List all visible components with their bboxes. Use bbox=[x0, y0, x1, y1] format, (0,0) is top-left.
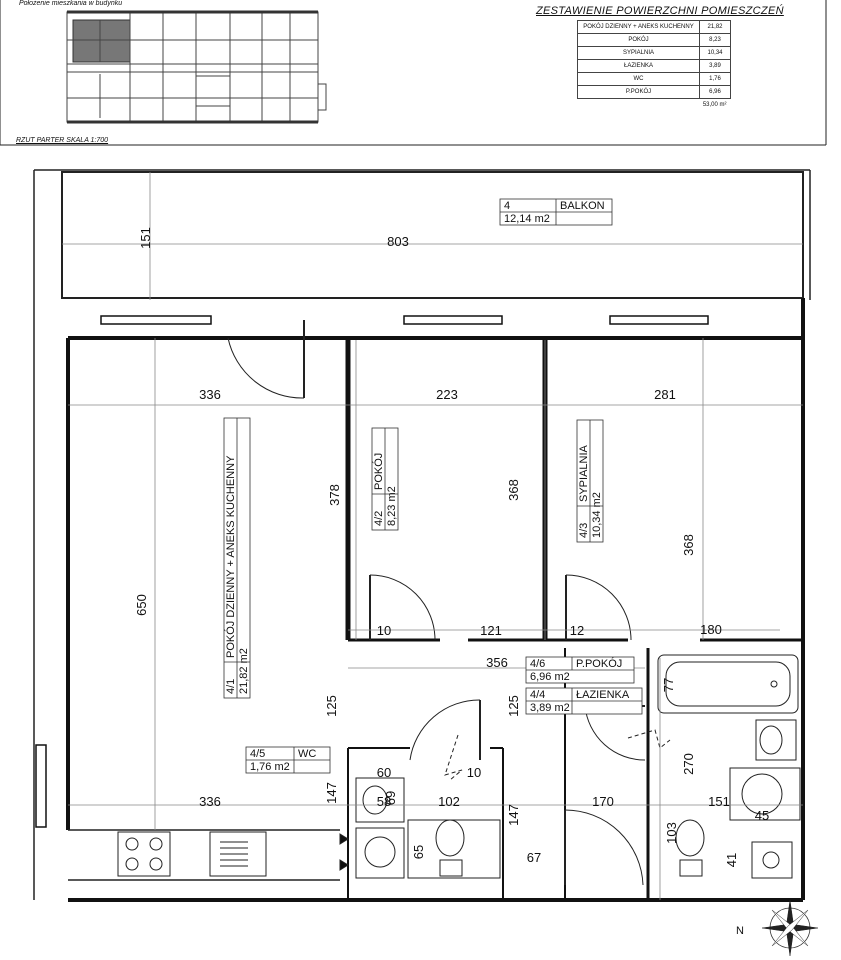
dim-180: 180 bbox=[700, 622, 722, 637]
dim-65: 65 bbox=[411, 845, 426, 859]
svg-text:1,76 m2: 1,76 m2 bbox=[250, 761, 290, 773]
svg-text:12,14 m2: 12,14 m2 bbox=[504, 213, 550, 225]
washbasin-icon bbox=[355, 777, 405, 823]
dim-356: 356 bbox=[486, 655, 508, 670]
washing-machine-icon bbox=[355, 827, 405, 879]
svg-text:3,89 m2: 3,89 m2 bbox=[530, 702, 570, 714]
dim-378: 378 bbox=[327, 484, 342, 506]
svg-text:4/5: 4/5 bbox=[250, 748, 265, 760]
dim-151: 151 bbox=[138, 227, 153, 249]
dim-41: 41 bbox=[724, 853, 739, 867]
compass-rose-icon bbox=[761, 899, 819, 957]
dim-147: 147 bbox=[324, 782, 339, 804]
svg-text:4/4: 4/4 bbox=[530, 689, 545, 701]
balcony-label: 4 BALKON 12,14 m2 bbox=[499, 198, 613, 226]
room-label-ppokoj: 4/6 P.POKÓJ 6,96 m2 bbox=[525, 656, 635, 684]
living-room-label: 4/1 POKÓJ DZIENNY + ANEKS KUCHENNY 21,82… bbox=[223, 417, 251, 699]
dim-270: 270 bbox=[681, 753, 696, 775]
svg-text:4: 4 bbox=[504, 200, 510, 212]
svg-text:SYPIALNIA: SYPIALNIA bbox=[578, 444, 590, 502]
compass-north-label: N bbox=[736, 925, 744, 937]
svg-text:ŁAZIENKA: ŁAZIENKA bbox=[576, 689, 630, 701]
dim-336: 336 bbox=[199, 794, 221, 809]
washbasin-icon bbox=[755, 719, 797, 761]
svg-text:21,82 m2: 21,82 m2 bbox=[238, 648, 250, 694]
scale-caption: RZUT PARTER SKALA 1:700 bbox=[16, 137, 109, 144]
boiler-icon bbox=[751, 841, 793, 879]
dim-368: 368 bbox=[506, 479, 521, 501]
toilet-icon bbox=[435, 819, 465, 857]
room-label-pokoj: 4/2 POKÓJ 8,23 m2 bbox=[371, 427, 399, 531]
dim-147: 147 bbox=[506, 804, 521, 826]
room-label-lazienka: 4/4 ŁAZIENKA 3,89 m2 bbox=[525, 687, 643, 715]
svg-text:10,34 m2: 10,34 m2 bbox=[591, 492, 603, 538]
dim-45: 45 bbox=[755, 808, 769, 823]
room-name-cell: P.POKÓJ bbox=[577, 85, 700, 99]
svg-text:P.POKÓJ: P.POKÓJ bbox=[576, 657, 622, 670]
svg-text:6,96 m2: 6,96 m2 bbox=[530, 671, 570, 683]
dim-223: 223 bbox=[436, 387, 458, 402]
dim-60: 60 bbox=[377, 765, 391, 780]
washing-machine-icon bbox=[729, 767, 801, 821]
dim-77: 77 bbox=[661, 678, 676, 692]
dim-10: 10 bbox=[377, 623, 391, 638]
svg-text:8,23 m2: 8,23 m2 bbox=[386, 486, 398, 526]
dim-58: 58 bbox=[377, 794, 391, 809]
arrow-icon bbox=[339, 833, 349, 845]
room-label-wc: 4/5 WC 1,76 m2 bbox=[245, 746, 331, 774]
dim-103: 103 bbox=[664, 822, 679, 844]
location-caption: Położenie mieszkania w budynku bbox=[19, 0, 123, 7]
dim-125: 125 bbox=[506, 695, 521, 717]
svg-text:4/2: 4/2 bbox=[373, 511, 385, 526]
summary-title: ZESTAWIENIE POWIERZCHNI POMIESZCZEŃ bbox=[536, 5, 784, 17]
kitchen-counter bbox=[68, 829, 349, 881]
dim-67: 67 bbox=[527, 850, 541, 865]
dim-803: 803 bbox=[387, 234, 409, 249]
room-label-sypialnia: 4/3 SYPIALNIA 10,34 m2 bbox=[576, 419, 604, 543]
svg-text:POKÓJ DZIENNY + ANEKS KUCHENNY: POKÓJ DZIENNY + ANEKS KUCHENNY bbox=[224, 455, 237, 658]
dim-170: 170 bbox=[592, 794, 614, 809]
room-labels: 4 BALKON 12,14 m2 4/1 POKÓJ DZIENNY + AN… bbox=[223, 198, 643, 774]
svg-text:4/6: 4/6 bbox=[530, 658, 545, 670]
doors bbox=[227, 320, 646, 886]
fixtures bbox=[355, 654, 801, 879]
dim-336: 336 bbox=[199, 387, 221, 402]
dim-125: 125 bbox=[324, 695, 339, 717]
building-location-thumbnail bbox=[66, 10, 327, 124]
sink-icon bbox=[209, 831, 267, 877]
total-area: 53,00 m² bbox=[702, 101, 727, 108]
bathtub-icon bbox=[657, 654, 799, 714]
dim-281: 281 bbox=[654, 387, 676, 402]
svg-text:4/3: 4/3 bbox=[578, 523, 590, 538]
dimension-labels: 151 803 336 223 281 378 368 368 650 10 1… bbox=[134, 227, 769, 867]
apartment-highlight bbox=[72, 19, 131, 63]
cooktop-icon bbox=[117, 831, 171, 877]
svg-text:WC: WC bbox=[298, 748, 316, 760]
svg-text:BALKON: BALKON bbox=[560, 200, 605, 212]
svg-text:POKÓJ: POKÓJ bbox=[372, 453, 385, 490]
dim-121: 121 bbox=[480, 623, 502, 638]
toilet-area bbox=[407, 819, 501, 879]
balcony bbox=[33, 169, 811, 900]
toilet-icon bbox=[675, 819, 705, 857]
windows bbox=[35, 315, 709, 828]
dim-69: 69 bbox=[383, 791, 398, 805]
table-total-row: 53,00 m² bbox=[578, 99, 731, 112]
svg-text:4/1: 4/1 bbox=[225, 679, 237, 694]
dim-650: 650 bbox=[134, 594, 149, 616]
dim-12: 12 bbox=[570, 623, 584, 638]
dim-10: 10 bbox=[467, 765, 481, 780]
room-area-cell: 6,96 bbox=[699, 85, 731, 99]
dimension-lines bbox=[62, 172, 803, 900]
dim-368: 368 bbox=[681, 534, 696, 556]
dim-151: 151 bbox=[708, 794, 730, 809]
entry-arrows bbox=[444, 729, 671, 781]
arrow-icon bbox=[339, 859, 349, 871]
dim-102: 102 bbox=[438, 794, 460, 809]
